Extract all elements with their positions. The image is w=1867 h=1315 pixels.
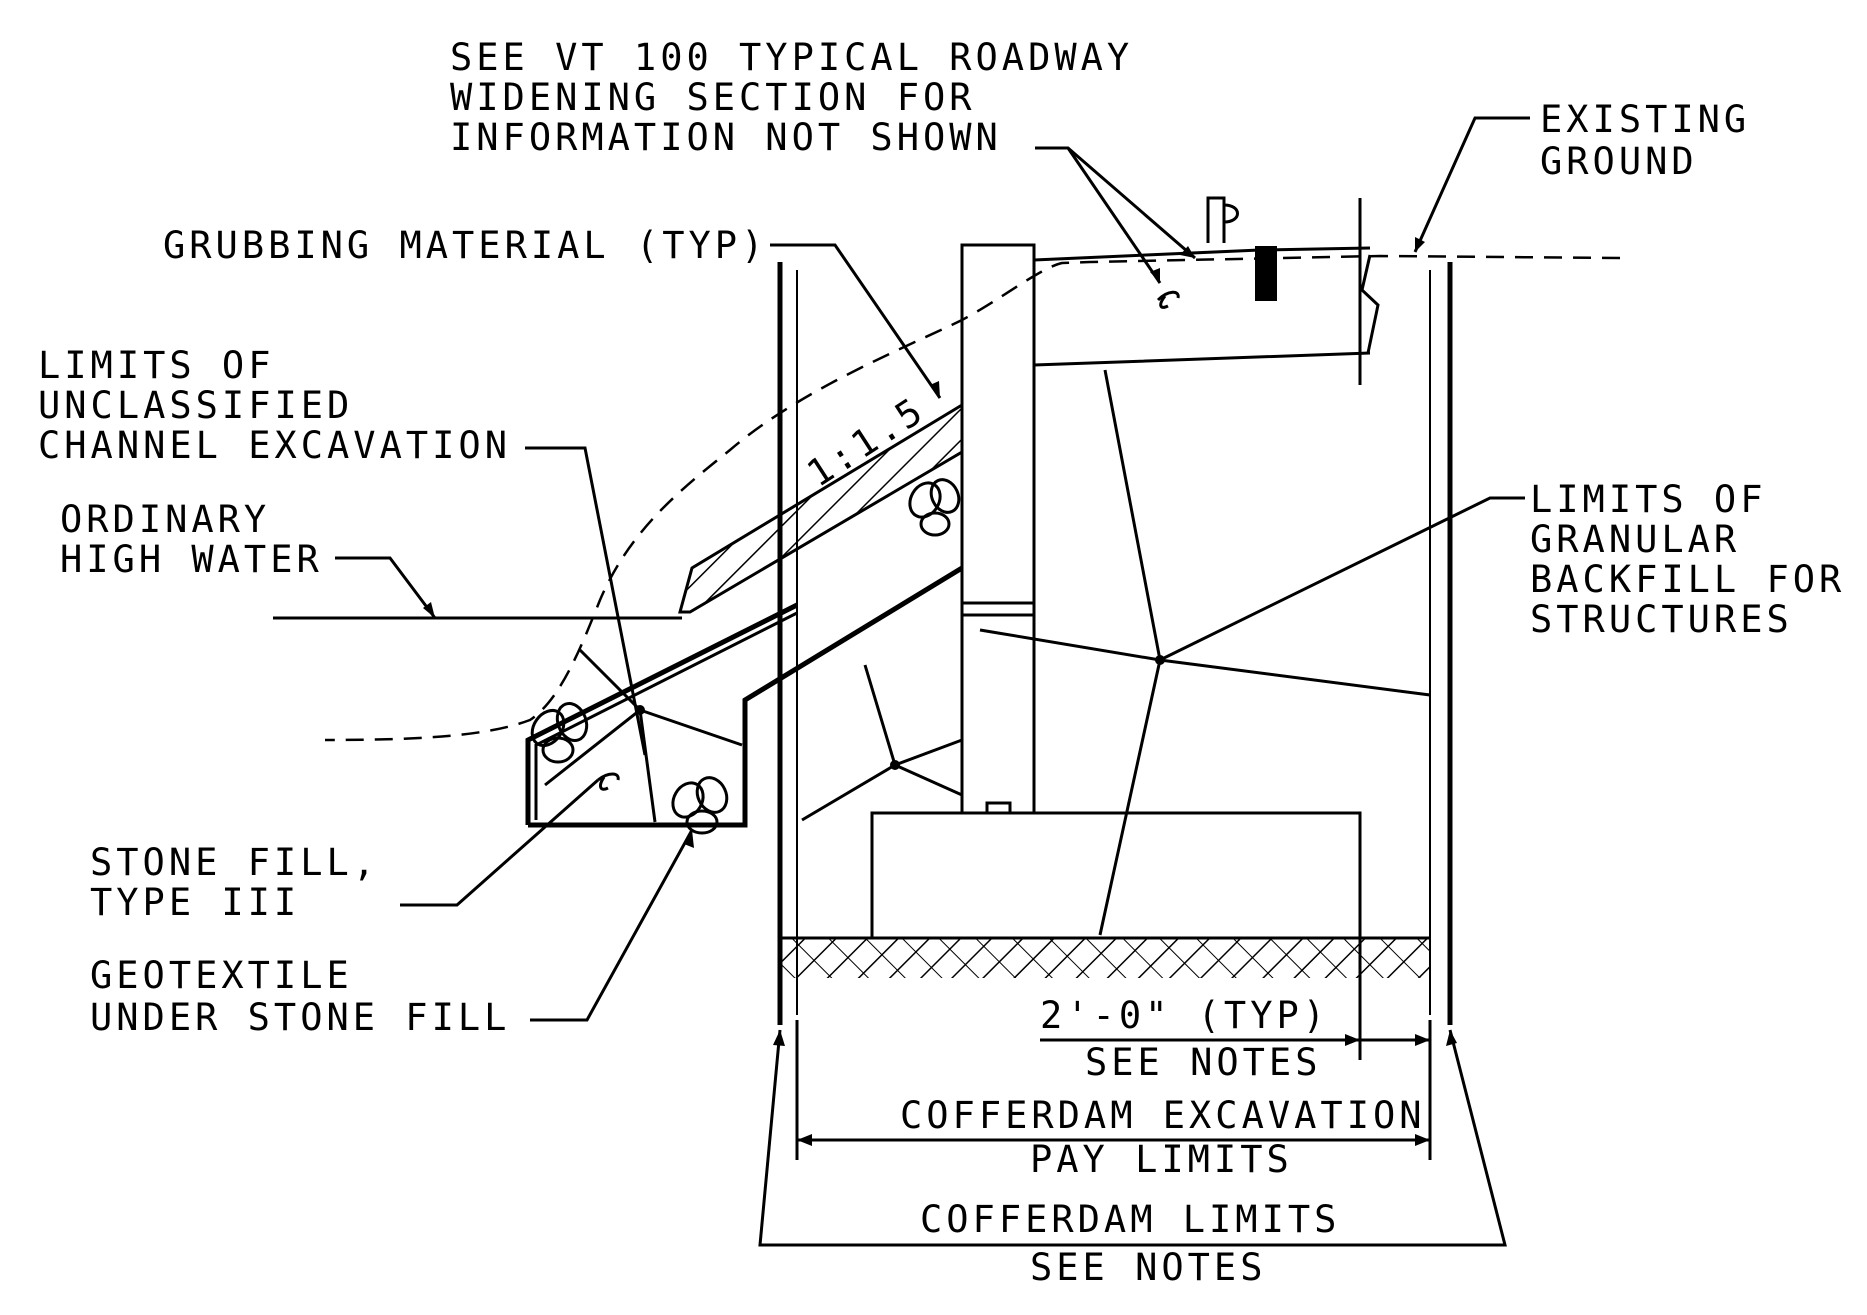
ordinary-high-water-line1: ORDINARY (60, 498, 270, 541)
break-line (1360, 254, 1380, 354)
limits-unclassified-line1: LIMITS OF (38, 344, 274, 387)
leader-lines (335, 116, 1530, 1022)
vt100-note-line1: SEE VT 100 TYPICAL ROADWAY (450, 36, 1133, 79)
vt100-note-line2: WIDENING SECTION FOR (450, 76, 976, 119)
stone-fill-label: STONE FILL, TYPE III (90, 841, 379, 924)
geotextile-label: GEOTEXTILE UNDER STONE FILL (90, 954, 510, 1039)
guardrail-post (1206, 196, 1239, 243)
cofferdam-limits-line2: SEE NOTES (1030, 1246, 1266, 1289)
abutment-structure (870, 196, 1380, 938)
geotextile-symbol-icon (597, 772, 620, 791)
abutment-footing (870, 801, 1362, 938)
cofferdam-limits-label: COFFERDAM LIMITS SEE NOTES (920, 1198, 1340, 1289)
vt100-note-line3: INFORMATION NOT SHOWN (450, 116, 1002, 159)
existing-ground-line (324, 254, 1621, 742)
curb (1255, 246, 1277, 301)
cofferdam-excavation-line2: PAY LIMITS (1030, 1138, 1293, 1181)
ordinary-high-water-line2: HIGH WATER (60, 538, 323, 581)
approach-slab (1033, 248, 1371, 367)
existing-ground-label: EXISTING GROUND (1540, 98, 1750, 183)
roadway-surface (1259, 246, 1371, 252)
limits-granular-line2: GRANULAR (1530, 518, 1740, 561)
limits-unclassified-line3: CHANNEL EXCAVATION (38, 424, 511, 467)
abutment-stem (960, 243, 1036, 815)
see-notes-label-1: SEE NOTES (1085, 1041, 1321, 1084)
vt100-note: SEE VT 100 TYPICAL ROADWAY WIDENING SECT… (450, 36, 1133, 159)
cofferdam-limits-line1: COFFERDAM LIMITS (920, 1198, 1340, 1241)
stones (530, 478, 961, 835)
grubbing-material-hatch (678, 402, 964, 614)
geotextile-line (534, 611, 798, 820)
limits-granular-label: LIMITS OF GRANULAR BACKFILL FOR STRUCTUR… (1530, 478, 1845, 641)
grubbing-material-label: GRUBBING MATERIAL (TYP) (163, 224, 767, 267)
limits-unclassified-label: LIMITS OF UNCLASSIFIED CHANNEL EXCAVATIO… (38, 344, 511, 467)
stone-fill-line1: STONE FILL, (90, 841, 379, 884)
cofferdam-excavation-line1: COFFERDAM EXCAVATION (900, 1094, 1426, 1137)
geotextile-line2: UNDER STONE FILL (90, 996, 510, 1039)
typ-dimension-label: 2'-0" (TYP) (1040, 994, 1329, 1037)
limits-granular-line4: STRUCTURES (1530, 598, 1793, 641)
ordinary-high-water-label: ORDINARY HIGH WATER (60, 498, 323, 581)
existing-ground-line1: EXISTING (1540, 98, 1750, 141)
limits-unclassified-line2: UNCLASSIFIED (38, 384, 353, 427)
cofferdam-excavation-label: COFFERDAM EXCAVATION PAY LIMITS (900, 1094, 1426, 1181)
slab-symbol-icon (1156, 290, 1180, 309)
stone-fill-line2: TYPE III (90, 881, 300, 924)
existing-ground-line2: GROUND (1540, 140, 1698, 183)
channel-stone-fill (525, 402, 964, 835)
limits-granular-line3: BACKFILL FOR (1530, 558, 1845, 601)
dimensions (758, 938, 1507, 1247)
limits-granular-line1: LIMITS OF (1530, 478, 1766, 521)
geotextile-line1: GEOTEXTILE (90, 954, 353, 997)
